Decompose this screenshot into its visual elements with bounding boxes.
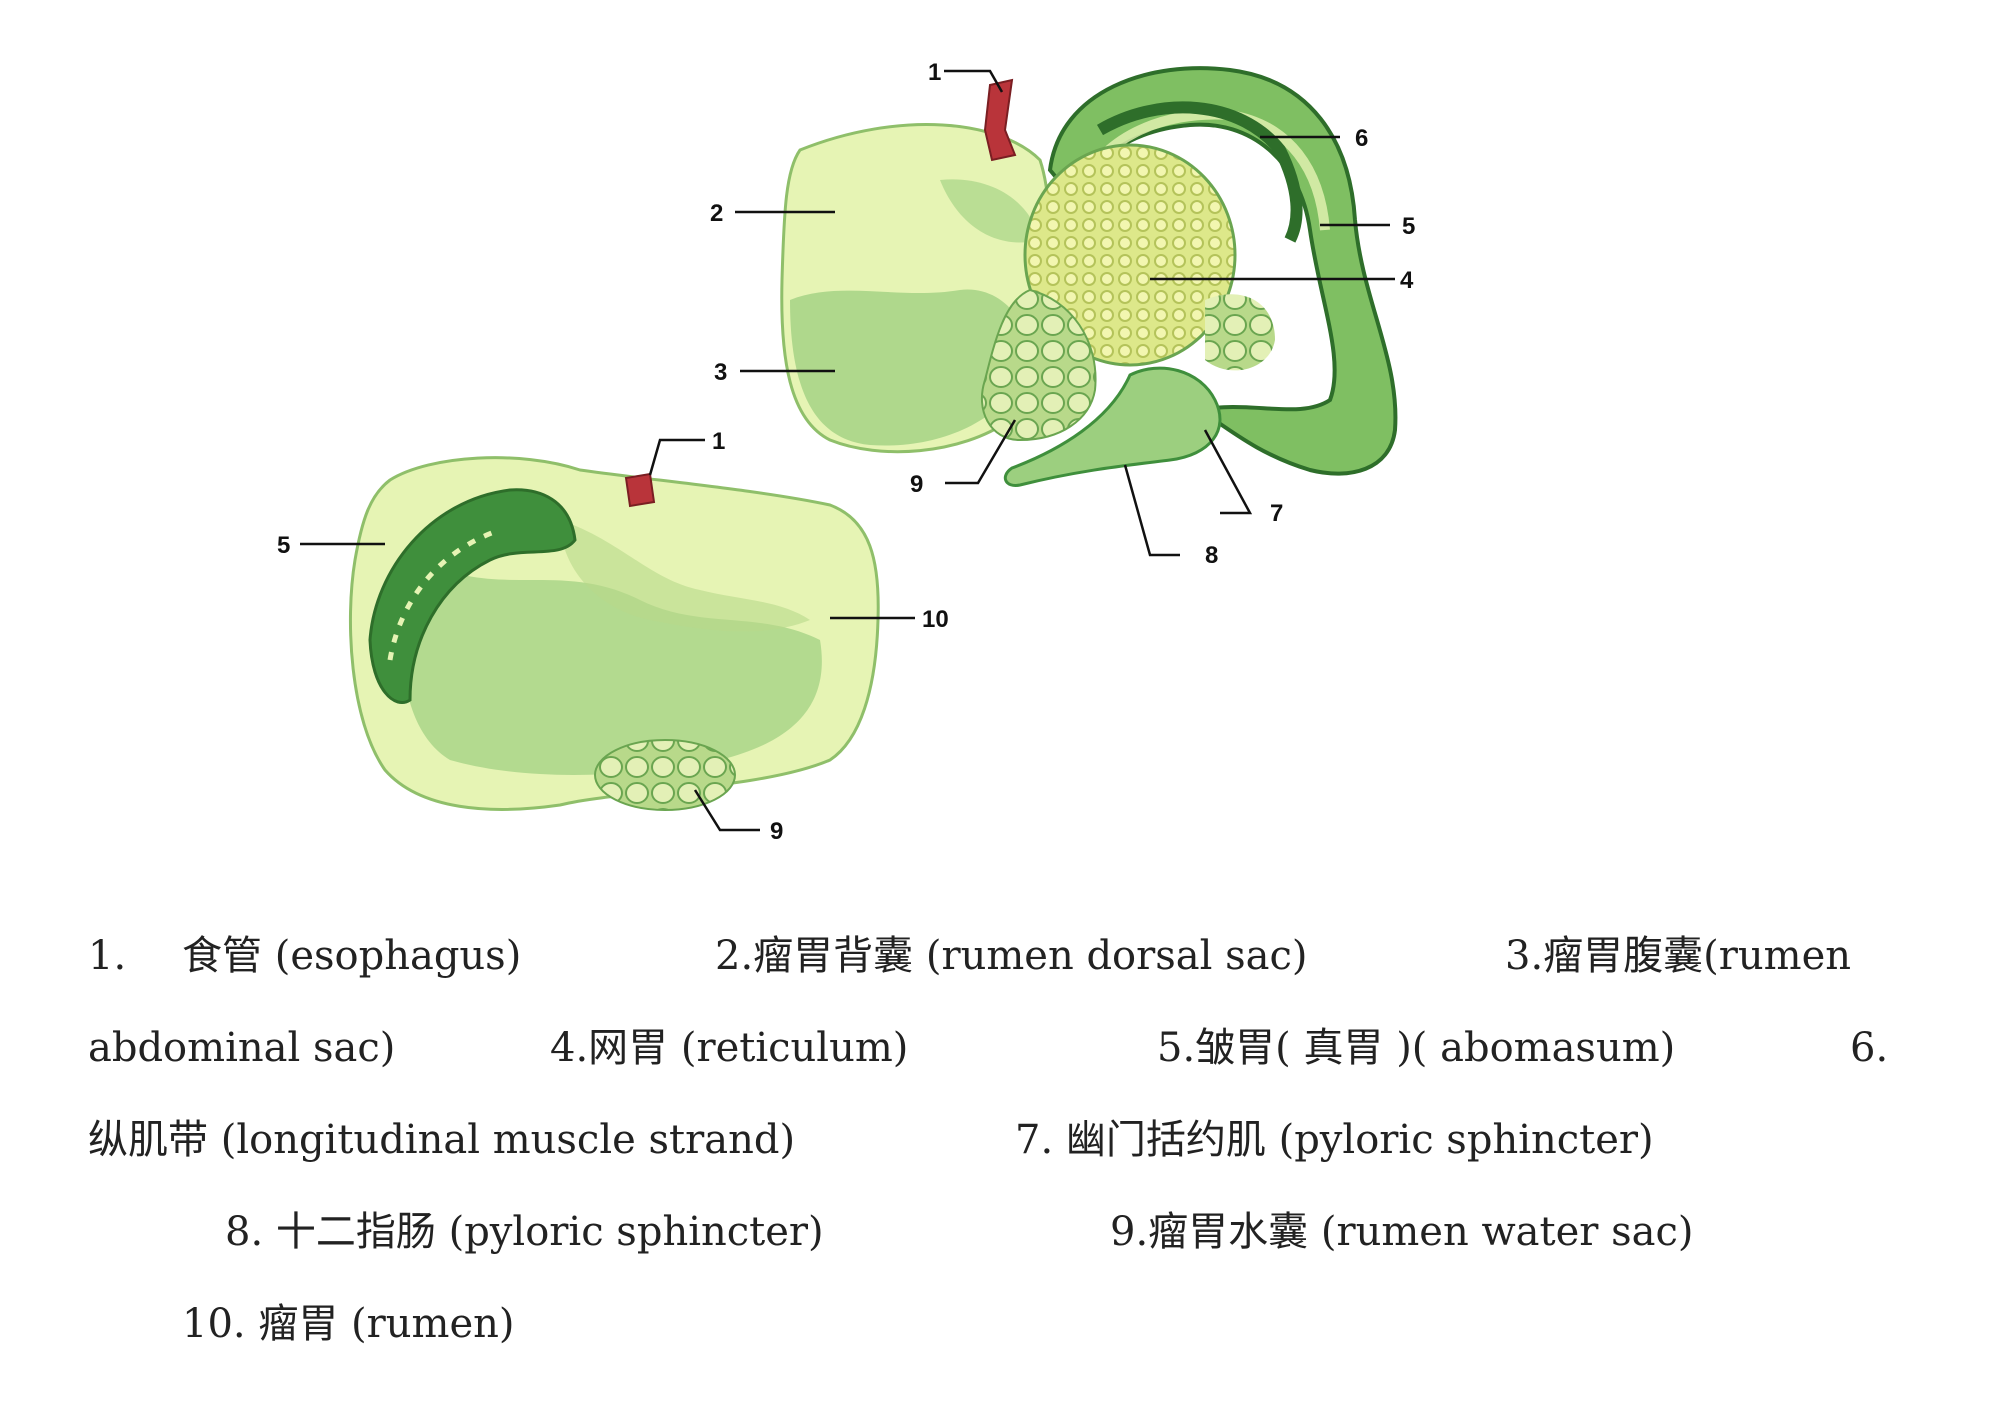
- top-stomach-view: [780, 66, 1398, 487]
- water-sac-top-shape: [980, 288, 1097, 442]
- legend-9: 9.瘤胃水囊 (rumen water sac): [1110, 1209, 1694, 1255]
- esophagus-top-shape: [983, 78, 1017, 162]
- legend-10: 10. 瘤胃 (rumen): [182, 1301, 515, 1347]
- reticulum-shape: [1023, 143, 1237, 367]
- callout-top-3: 3: [714, 359, 727, 386]
- callout-labels: 1 2 3 4 5 6 7 8 9 1 5 10 9: [277, 59, 1415, 845]
- callout-bottom-5: 5: [277, 532, 290, 559]
- stomach-diagram: 1 2 3 4 5 6 7 8 9 1 5 10 9: [277, 59, 1415, 845]
- callout-bottom-10: 10: [922, 606, 949, 633]
- callout-top-2: 2: [710, 200, 723, 227]
- legend-7: 7. 幽门括约肌 (pyloric sphincter): [1015, 1117, 1654, 1163]
- legend: 1. 食管 (esophagus) 2.瘤胃背囊 (rumen dorsal s…: [0, 900, 2000, 1380]
- callout-top-7: 7: [1270, 500, 1283, 527]
- pyloric-shape: [1003, 366, 1222, 487]
- callout-bottom-9: 9: [770, 818, 783, 845]
- bottom-stomach-view: [348, 456, 880, 811]
- leader-lines: [300, 69, 1395, 832]
- legend-3a: 3.瘤胃腹囊(rumen: [1505, 933, 1852, 979]
- callout-top-5: 5: [1402, 213, 1415, 240]
- callout-top-6: 6: [1355, 125, 1368, 152]
- rumen-shading: [790, 289, 1030, 446]
- legend-3b: abdominal sac): [88, 1025, 396, 1071]
- water-sac-bottom-shape: [594, 739, 736, 811]
- legend-8: 8. 十二指肠 (pyloric sphincter): [225, 1209, 824, 1255]
- callout-top-1: 1: [928, 59, 941, 86]
- legend-1-number: 1.: [88, 933, 127, 979]
- esophagus-bottom-shape: [624, 472, 656, 508]
- legend-2: 2.瘤胃背囊 (rumen dorsal sac): [715, 933, 1308, 979]
- abomasum-left-shape: [368, 488, 577, 704]
- legend-4: 4.网胃 (reticulum): [550, 1025, 909, 1071]
- legend-6b: 纵肌带 (longitudinal muscle strand): [88, 1117, 796, 1163]
- callout-top-4: 4: [1400, 267, 1414, 294]
- legend-5: 5.皱胃( 真胃 )( abomasum): [1157, 1025, 1676, 1071]
- legend-6a: 6.: [1850, 1025, 1889, 1071]
- callout-bottom-1: 1: [712, 428, 725, 455]
- legend-1: 食管 (esophagus): [182, 933, 522, 979]
- callout-top-8: 8: [1205, 542, 1218, 569]
- callout-top-9: 9: [910, 471, 923, 498]
